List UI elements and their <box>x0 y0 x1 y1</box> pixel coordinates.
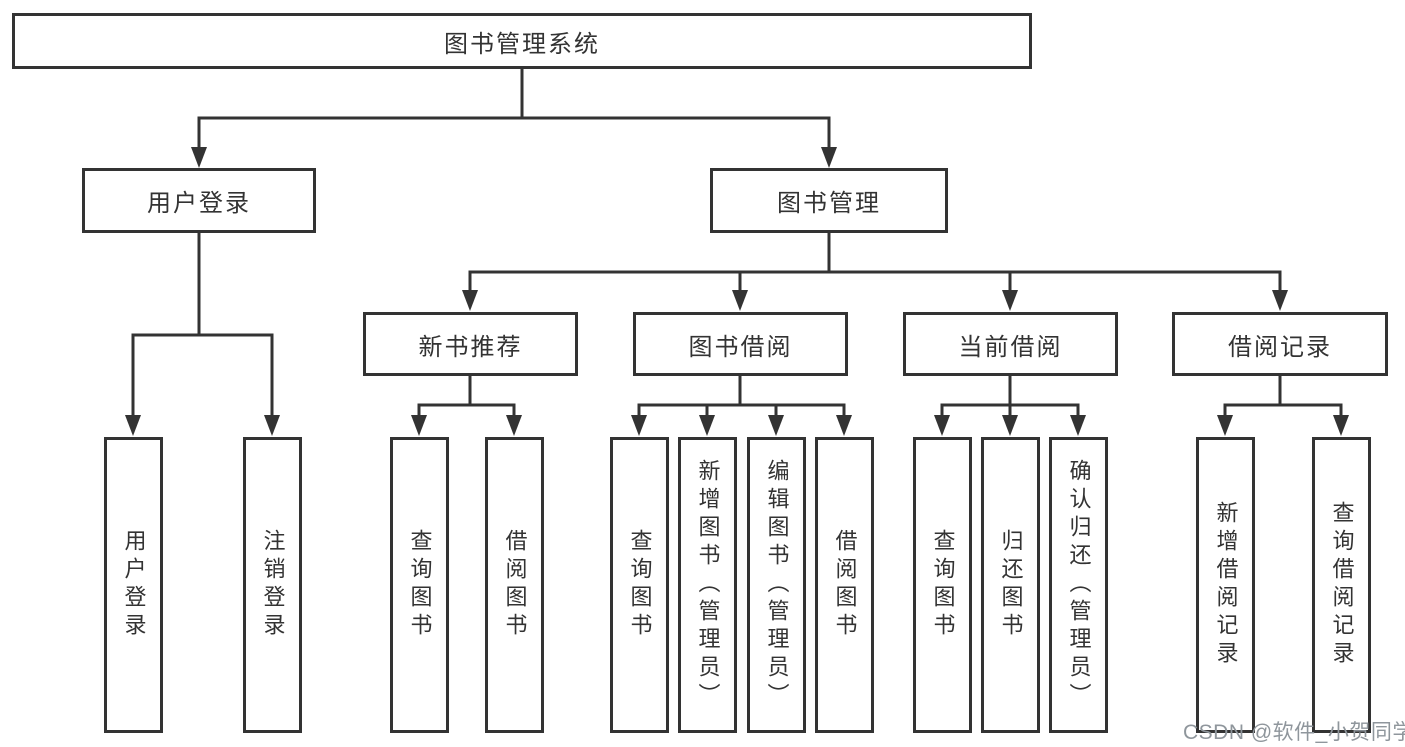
arrow-down-icon <box>1070 415 1086 436</box>
leaf-edit-book-admin: 编辑图书（管理员） <box>747 437 806 733</box>
arrowhead-icons <box>125 147 1349 436</box>
edge-user-login-children <box>131 231 274 421</box>
node-book-management: 图书管理 <box>710 168 948 233</box>
arrow-down-icon <box>1002 415 1018 436</box>
arrow-down-icon <box>732 290 748 311</box>
node-new-book-recommend: 新书推荐 <box>363 312 578 376</box>
leaf-query-books-recommend: 查询图书 <box>390 437 449 733</box>
connector-edges <box>131 67 1343 421</box>
arrow-down-icon <box>934 415 950 436</box>
arrow-down-icon <box>264 415 280 436</box>
arrow-down-icon <box>836 415 852 436</box>
arrow-down-icon <box>1272 290 1288 311</box>
arrow-down-icon <box>506 415 522 436</box>
leaf-borrow-books: 借阅图书 <box>815 437 874 733</box>
node-user-login: 用户登录 <box>82 168 316 233</box>
arrow-down-icon <box>821 147 837 168</box>
leaf-confirm-return-admin: 确认归还（管理员） <box>1049 437 1108 733</box>
arrow-down-icon <box>191 147 207 168</box>
arrow-down-icon <box>768 415 784 436</box>
node-library-system: 图书管理系统 <box>12 13 1032 69</box>
edge-current-borrow-children <box>940 374 1080 421</box>
leaf-query-books-current: 查询图书 <box>913 437 972 733</box>
arrow-down-icon <box>1002 290 1018 311</box>
arrow-down-icon <box>125 415 141 436</box>
leaf-borrow-books-recommend: 借阅图书 <box>485 437 544 733</box>
node-borrow-records: 借阅记录 <box>1172 312 1388 376</box>
edge-new-book-children <box>417 374 516 421</box>
leaf-query-borrow-record: 查询借阅记录 <box>1312 437 1371 733</box>
leaf-return-books: 归还图书 <box>981 437 1040 733</box>
watermark: CSDN @软件_小贺同学 <box>1183 721 1405 744</box>
leaf-query-books-borrow: 查询图书 <box>610 437 669 733</box>
arrow-down-icon <box>699 415 715 436</box>
edge-root-to-level2 <box>197 67 831 152</box>
edge-book-borrow-children <box>637 374 846 421</box>
edge-borrow-records-children <box>1223 374 1343 421</box>
arrow-down-icon <box>1217 415 1233 436</box>
arrow-down-icon <box>1333 415 1349 436</box>
arrow-down-icon <box>411 415 427 436</box>
arrow-down-icon <box>631 415 647 436</box>
leaf-logout: 注销登录 <box>243 437 302 733</box>
node-book-borrow: 图书借阅 <box>633 312 848 376</box>
leaf-user-login: 用户登录 <box>104 437 163 733</box>
edge-book-management-children <box>468 231 1282 296</box>
leaf-add-book-admin: 新增图书（管理员） <box>678 437 737 733</box>
arrow-down-icon <box>462 290 478 311</box>
node-current-borrow: 当前借阅 <box>903 312 1118 376</box>
leaf-add-borrow-record: 新增借阅记录 <box>1196 437 1255 733</box>
